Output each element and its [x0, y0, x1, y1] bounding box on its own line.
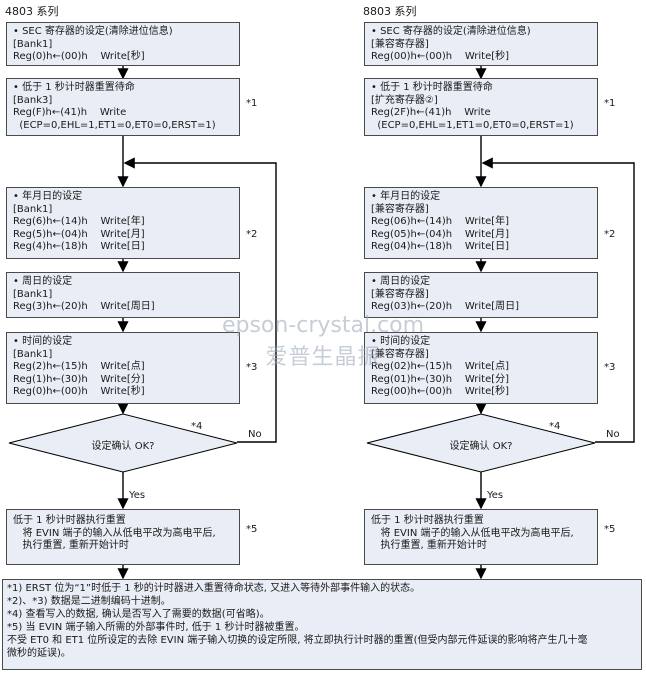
right-column-title: 8803 系列 [363, 5, 417, 18]
footnote-line: *5) 当 EVIN 端子输入所需的外部事件时, 低于 1 秒计时器被重置。 [7, 622, 305, 633]
box-line: Reg(2F)h←(41)h Write [371, 107, 491, 118]
left-note-1: *1 [246, 98, 258, 109]
box-line: Reg(04)h←(18)h Write[日] [371, 241, 510, 252]
left-no-label: No [248, 429, 262, 440]
box-line: [兼容寄存器] [371, 203, 429, 215]
box-line: 低于 1 秒计时器执行重置 [13, 515, 126, 526]
box-line: Reg(02)h←(15)h Write[点] [371, 361, 510, 372]
box-line: 低于 1 秒计时器执行重置 [371, 515, 484, 526]
box-line: Reg(0)h←(00)h Write[秒] [13, 386, 145, 397]
footnote-line: 微秒的延误)。 [7, 648, 71, 659]
box-line: Reg(03)h←(20)h Write[周日] [371, 301, 520, 312]
box-line: [Bank1] [13, 348, 53, 360]
left-note-4: *4 [191, 421, 203, 432]
left-time-setting-box: • 时间的设定 [Bank1] Reg(2)h←(15)h Write[点] R… [6, 332, 240, 404]
box-line: • 周日的设定 [371, 276, 431, 287]
box-line: (ECP=0,EHL=1,ET1=0,ET0=0,ERST=1) [13, 119, 216, 131]
right-note-4: *4 [549, 421, 561, 432]
box-line: 执行重置, 重新开始计时 [13, 540, 129, 551]
box-line: 将 EVIN 端子的输入从低电平改为高电平后, [13, 527, 216, 539]
right-yes-label: Yes [487, 490, 504, 501]
box-line: Reg(3)h←(20)h Write[周日] [13, 301, 155, 312]
footnote-line: 不受 ET0 和 ET1 位所设定的去除 EVIN 端子输入切换的设定所限, 将… [7, 635, 588, 646]
footnotes-box: *1) ERST 位为“1”时低于 1 秒的计时器进入重置待命状态, 又进入等待… [2, 579, 642, 670]
box-line: • 年月日的设定 [13, 191, 83, 202]
left-decision-diamond [8, 413, 238, 473]
box-line: Reg(2)h←(15)h Write[点] [13, 361, 145, 372]
right-note-5: *5 [604, 524, 616, 535]
footnote-line: *2)、*3) 数据是二进制编码十进制。 [7, 596, 171, 607]
box-line: Reg(05)h←(04)h Write[月] [371, 228, 510, 240]
left-weekday-setting-box: • 周日的设定 [Bank1] Reg(3)h←(20)h Write[周日] [6, 272, 240, 318]
left-date-setting-box: • 年月日的设定 [Bank1] Reg(6)h←(14)h Write[年] … [6, 187, 240, 259]
right-sec-register-box: • SEC 寄存器的设定(清除进位信息) [兼容寄存器] Reg(00)h←(0… [364, 22, 598, 66]
right-decision-label: 设定确认 OK? [449, 441, 513, 452]
box-line: • 时间的设定 [371, 336, 431, 347]
right-note-3: *3 [604, 362, 616, 373]
box-line: [兼容寄存器] [371, 288, 429, 300]
box-line: Reg(01)h←(30)h Write[分] [371, 373, 510, 385]
right-decision-diamond [366, 413, 596, 473]
box-line: Reg(00)h←(00)h Write[秒] [371, 51, 510, 62]
box-line: • SEC 寄存器的设定(清除进位信息) [13, 26, 173, 37]
box-line: Reg(4)h←(18)h Write[日] [13, 241, 145, 252]
box-line: Reg(06)h←(14)h Write[年] [371, 216, 510, 227]
right-connectors [475, 65, 635, 580]
box-line: • 时间的设定 [13, 336, 73, 347]
left-sec-register-box: • SEC 寄存器的设定(清除进位信息) [Bank1] Reg(0)h←(00… [6, 22, 240, 66]
left-reset-standby-box: • 低于 1 秒计时器重置待命 [Bank3] Reg(F)h←(41)h Wr… [6, 78, 240, 136]
box-line: Reg(5)h←(04)h Write[月] [13, 228, 145, 240]
box-line: • 周日的设定 [13, 276, 73, 287]
box-line: 将 EVIN 端子的输入从低电平改为高电平后, [371, 527, 574, 539]
right-no-label: No [606, 429, 620, 440]
right-weekday-setting-box: • 周日的设定 [兼容寄存器] Reg(03)h←(20)h Write[周日] [364, 272, 598, 318]
box-line: • 年月日的设定 [371, 191, 441, 202]
box-line: [兼容寄存器] [371, 38, 429, 50]
right-date-setting-box: • 年月日的设定 [兼容寄存器] Reg(06)h←(14)h Write[年]… [364, 187, 598, 259]
right-note-1: *1 [604, 98, 616, 109]
box-line: 执行重置, 重新开始计时 [371, 540, 487, 551]
box-line: [Bank1] [13, 203, 53, 215]
box-line: Reg(F)h←(41)h Write [13, 107, 127, 118]
box-line: • 低于 1 秒计时器重置待命 [371, 82, 493, 93]
left-connectors [117, 65, 277, 580]
right-time-setting-box: • 时间的设定 [兼容寄存器] Reg(02)h←(15)h Write[点] … [364, 332, 598, 404]
box-line: (ECP=0,EHL=1,ET1=0,ET0=0,ERST=1) [371, 119, 574, 131]
right-reset-standby-box: • 低于 1 秒计时器重置待命 [扩充寄存器②] Reg(2F)h←(41)h … [364, 78, 598, 136]
box-line: • SEC 寄存器的设定(清除进位信息) [371, 26, 531, 37]
box-line: Reg(00)h←(00)h Write[秒] [371, 386, 510, 397]
box-line: [Bank1] [13, 38, 53, 50]
left-note-5: *5 [246, 524, 258, 535]
box-line: Reg(6)h←(14)h Write[年] [13, 216, 145, 227]
left-execute-reset-box: 低于 1 秒计时器执行重置 将 EVIN 端子的输入从低电平改为高电平后, 执行… [6, 509, 240, 565]
box-line: [兼容寄存器] [371, 348, 429, 360]
footnote-line: *4) 查看写入的数据, 确认是否写入了需要的数据(可省略)。 [7, 609, 270, 620]
box-line: [Bank3] [13, 94, 53, 106]
box-line: Reg(1)h←(30)h Write[分] [13, 373, 145, 385]
box-line: [扩充寄存器②] [371, 94, 438, 106]
right-execute-reset-box: 低于 1 秒计时器执行重置 将 EVIN 端子的输入从低电平改为高电平后, 执行… [364, 509, 598, 565]
left-yes-label: Yes [129, 490, 146, 501]
right-note-2: *2 [604, 229, 616, 240]
left-note-3: *3 [246, 362, 258, 373]
box-line: • 低于 1 秒计时器重置待命 [13, 82, 135, 93]
left-column-title: 4803 系列 [5, 5, 59, 18]
box-line: [Bank1] [13, 288, 53, 300]
box-line: Reg(0)h←(00)h Write[秒] [13, 51, 145, 62]
footnote-line: *1) ERST 位为“1”时低于 1 秒的计时器进入重置待命状态, 又进入等待… [7, 583, 421, 594]
left-note-2: *2 [246, 229, 258, 240]
left-decision-label: 设定确认 OK? [91, 441, 155, 452]
